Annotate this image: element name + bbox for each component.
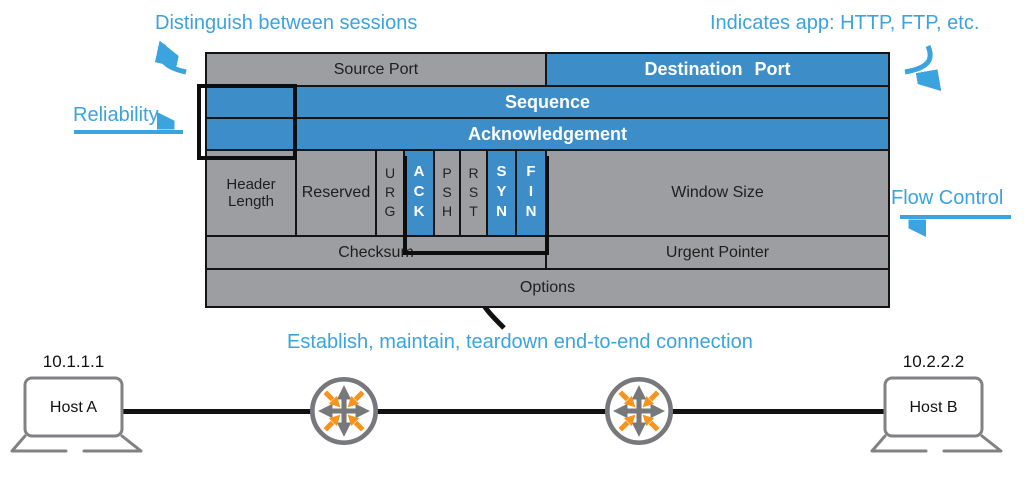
field-sequence: Sequence <box>207 87 888 117</box>
flag-rst: RST <box>461 151 488 235</box>
field-urgent-pointer: Urgent Pointer <box>547 237 888 268</box>
row-checksum: Checksum Urgent Pointer <box>207 237 888 270</box>
field-options: Options <box>207 270 888 306</box>
annotation-reliability: Reliability <box>73 104 159 126</box>
row-flags: Header Length Reserved URG ACK PSH RST S… <box>207 151 888 237</box>
field-header-length: Header Length <box>207 151 297 235</box>
laptop-icon <box>10 376 143 453</box>
reliability-bracket <box>197 84 297 160</box>
row-acknowledgement: Acknowledgement <box>207 119 888 151</box>
flag-psh: PSH <box>435 151 461 235</box>
flag-syn: SYN <box>488 151 517 235</box>
sessions-arrow-icon <box>161 44 187 75</box>
tcp-header-table: Source Port Destination Port Sequence Ac… <box>205 52 890 308</box>
host-b-label: Host B <box>909 399 958 416</box>
field-source-port: Source Port <box>207 54 547 85</box>
field-reserved: Reserved <box>297 151 377 235</box>
row-sequence: Sequence <box>207 87 888 119</box>
field-destination-port: Destination Port <box>547 54 888 85</box>
annotation-connection: Establish, maintain, teardown end-to-end… <box>287 331 753 353</box>
host-b-ip: 10.2.2.2 <box>902 352 965 371</box>
network-link-line <box>118 409 890 414</box>
field-acknowledgement: Acknowledgement <box>207 119 888 149</box>
annotation-apps: Indicates app: HTTP, FTP, etc. <box>710 12 980 34</box>
flag-ack: ACK <box>405 151 435 235</box>
router-icon <box>604 376 674 446</box>
row-ports: Source Port Destination Port <box>207 54 888 87</box>
annotation-flow-control: Flow Control <box>891 187 1004 209</box>
laptop-icon <box>870 376 1003 453</box>
flags-bracket <box>403 156 549 255</box>
host-a-label: Host A <box>49 399 98 416</box>
annotation-sessions: Distinguish between sessions <box>155 12 418 34</box>
field-window-size: Window Size <box>547 151 888 235</box>
row-options: Options <box>207 270 888 306</box>
host-a-ip: 10.1.1.1 <box>42 352 105 371</box>
flag-urg: URG <box>377 151 405 235</box>
flag-fin: FIN <box>517 151 547 235</box>
router-icon <box>309 376 379 446</box>
apps-arrow-icon <box>904 45 930 72</box>
